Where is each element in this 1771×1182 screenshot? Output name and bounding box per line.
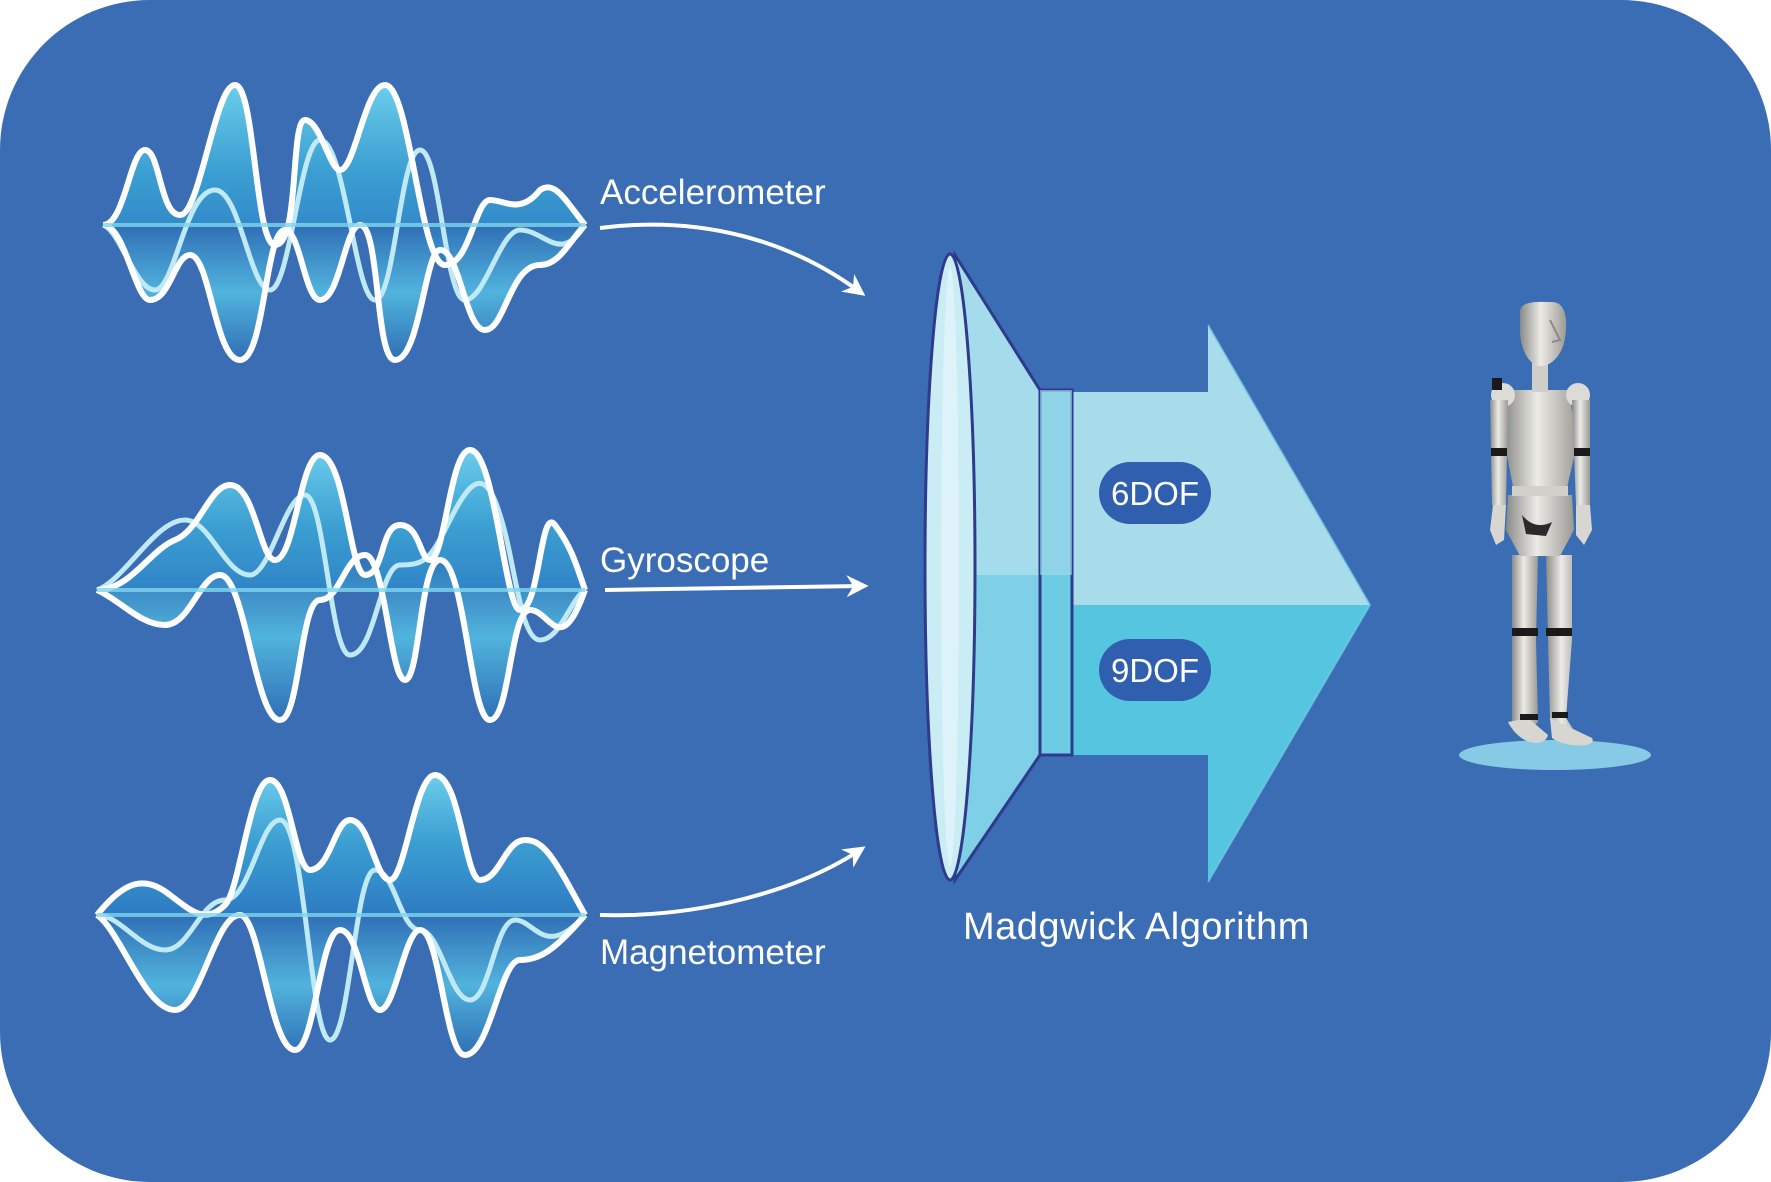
magnetometer-wave [94,771,588,1059]
accelerometer-arrow [599,222,866,296]
humanoid-figure-icon [1459,301,1651,770]
algorithm-label: Madgwick Algorithm [963,906,1310,948]
gyroscope-wave [95,446,588,724]
madgwick-funnel [923,249,1372,885]
magnetometer-arrow [599,846,866,918]
accelerometer-wave [101,81,588,364]
accelerometer-label: Accelerometer [600,173,826,212]
9dof-badge: 9DOF [1099,639,1211,701]
gyroscope-label: Gyroscope [600,541,770,580]
gyroscope-arrow [604,575,869,598]
6dof-badge: 6DOF [1099,462,1211,524]
magnetometer-label: Magnetometer [600,933,826,972]
